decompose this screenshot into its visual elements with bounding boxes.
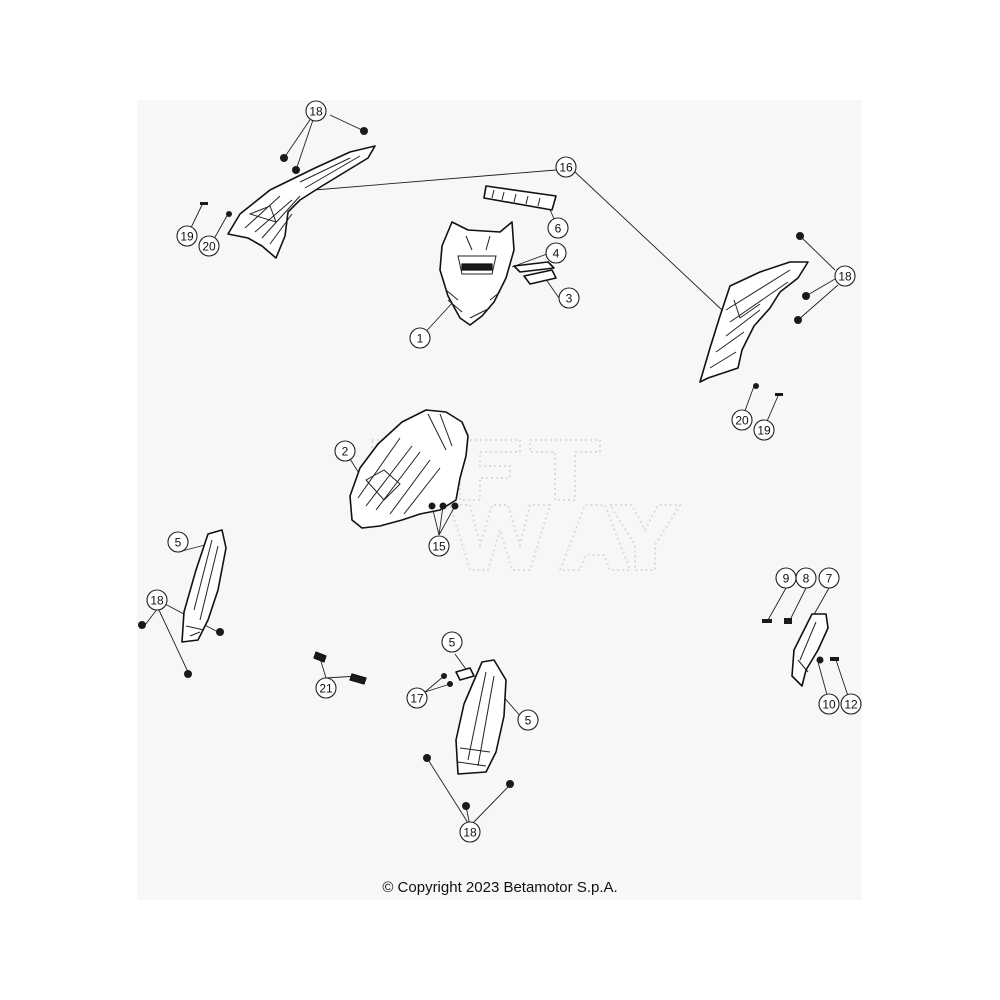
bracket-right (762, 613, 839, 687)
callout-20-right: 20 (731, 409, 753, 431)
callout-18-bottom: 18 (459, 821, 481, 843)
callout-21: 21 (315, 677, 337, 699)
callout-circle (176, 225, 198, 247)
callout-17: 17 (406, 687, 428, 709)
callout-number: 4 (553, 247, 560, 261)
callout-circle (406, 687, 428, 709)
callout-number: 18 (309, 105, 323, 119)
clips-21 (313, 651, 367, 685)
callout-number: 16 (559, 161, 573, 175)
callout-circle (146, 589, 168, 611)
callout-19-right: 19 (753, 419, 775, 441)
callout-18-right: 18 (834, 265, 856, 287)
callout-circle (459, 821, 481, 843)
callout-circle (558, 287, 580, 309)
callout-number: 18 (150, 594, 164, 608)
callout-number: 19 (180, 230, 194, 244)
small-bracket-parts (513, 261, 557, 285)
copyright-text: © Copyright 2023 Betamotor S.p.A. (382, 879, 618, 896)
callout-7: 7 (818, 567, 840, 589)
front-fender (349, 409, 469, 529)
callout-circle (428, 535, 450, 557)
callout-circle (547, 217, 569, 239)
callout-circle (167, 531, 189, 553)
radiator-shroud-left (200, 127, 376, 259)
callout-circle (753, 419, 775, 441)
callout-15: 15 (428, 535, 450, 557)
callout-circle (198, 235, 220, 257)
callout-circle (441, 631, 463, 653)
callout-number: 6 (555, 222, 562, 236)
headlight-mask (439, 221, 515, 326)
callout-number: 19 (757, 424, 771, 438)
callout-number: 9 (783, 572, 790, 586)
callout-circle (840, 693, 862, 715)
callout-12: 12 (840, 693, 862, 715)
callout-circle (315, 677, 337, 699)
callout-number: 12 (844, 698, 858, 712)
callout-8: 8 (795, 567, 817, 589)
radiator-shroud-right (699, 232, 810, 396)
callout-6: 6 (547, 217, 569, 239)
callout-number: 5 (175, 536, 182, 550)
callout-number: 18 (463, 826, 477, 840)
callout-number: 20 (735, 414, 749, 428)
callout-circle (818, 693, 840, 715)
callout-number: 8 (803, 572, 810, 586)
callout-20-left: 20 (198, 235, 220, 257)
callout-number: 17 (410, 692, 424, 706)
fork-guard-left (138, 529, 227, 678)
callout-circle (818, 567, 840, 589)
callout-circle (795, 567, 817, 589)
callout-number: 7 (826, 572, 833, 586)
callout-9: 9 (775, 567, 797, 589)
callout-5-center-top: 5 (441, 631, 463, 653)
callout-10: 10 (818, 693, 840, 715)
callout-circle (334, 440, 356, 462)
callout-circle (517, 709, 539, 731)
callout-circle (409, 327, 431, 349)
callout-number: 15 (432, 540, 446, 554)
fork-guard-center (423, 659, 514, 810)
callout-circle (545, 242, 567, 264)
callout-5-center-right: 5 (517, 709, 539, 731)
callout-number: 20 (202, 240, 216, 254)
callout-number: 5 (449, 636, 456, 650)
callout-number: 3 (566, 292, 573, 306)
callout-circle (305, 100, 327, 122)
callout-circle (555, 156, 577, 178)
callout-2: 2 (334, 440, 356, 462)
callout-18-top-left: 18 (305, 100, 327, 122)
callout-number: 21 (319, 682, 333, 696)
callout-number: 18 (838, 270, 852, 284)
callout-number: 10 (822, 698, 836, 712)
callout-1: 1 (409, 327, 431, 349)
callout-number: 5 (525, 714, 532, 728)
callout-circle (731, 409, 753, 431)
callout-19-left: 19 (176, 225, 198, 247)
callout-18-left-fork: 18 (146, 589, 168, 611)
callout-circle (834, 265, 856, 287)
callout-4: 4 (545, 242, 567, 264)
callout-5-left: 5 (167, 531, 189, 553)
callout-3: 3 (558, 287, 580, 309)
callout-number: 1 (417, 332, 424, 346)
decal-strip (483, 185, 557, 211)
callout-number: 2 (342, 445, 349, 459)
callout-16: 16 (555, 156, 577, 178)
